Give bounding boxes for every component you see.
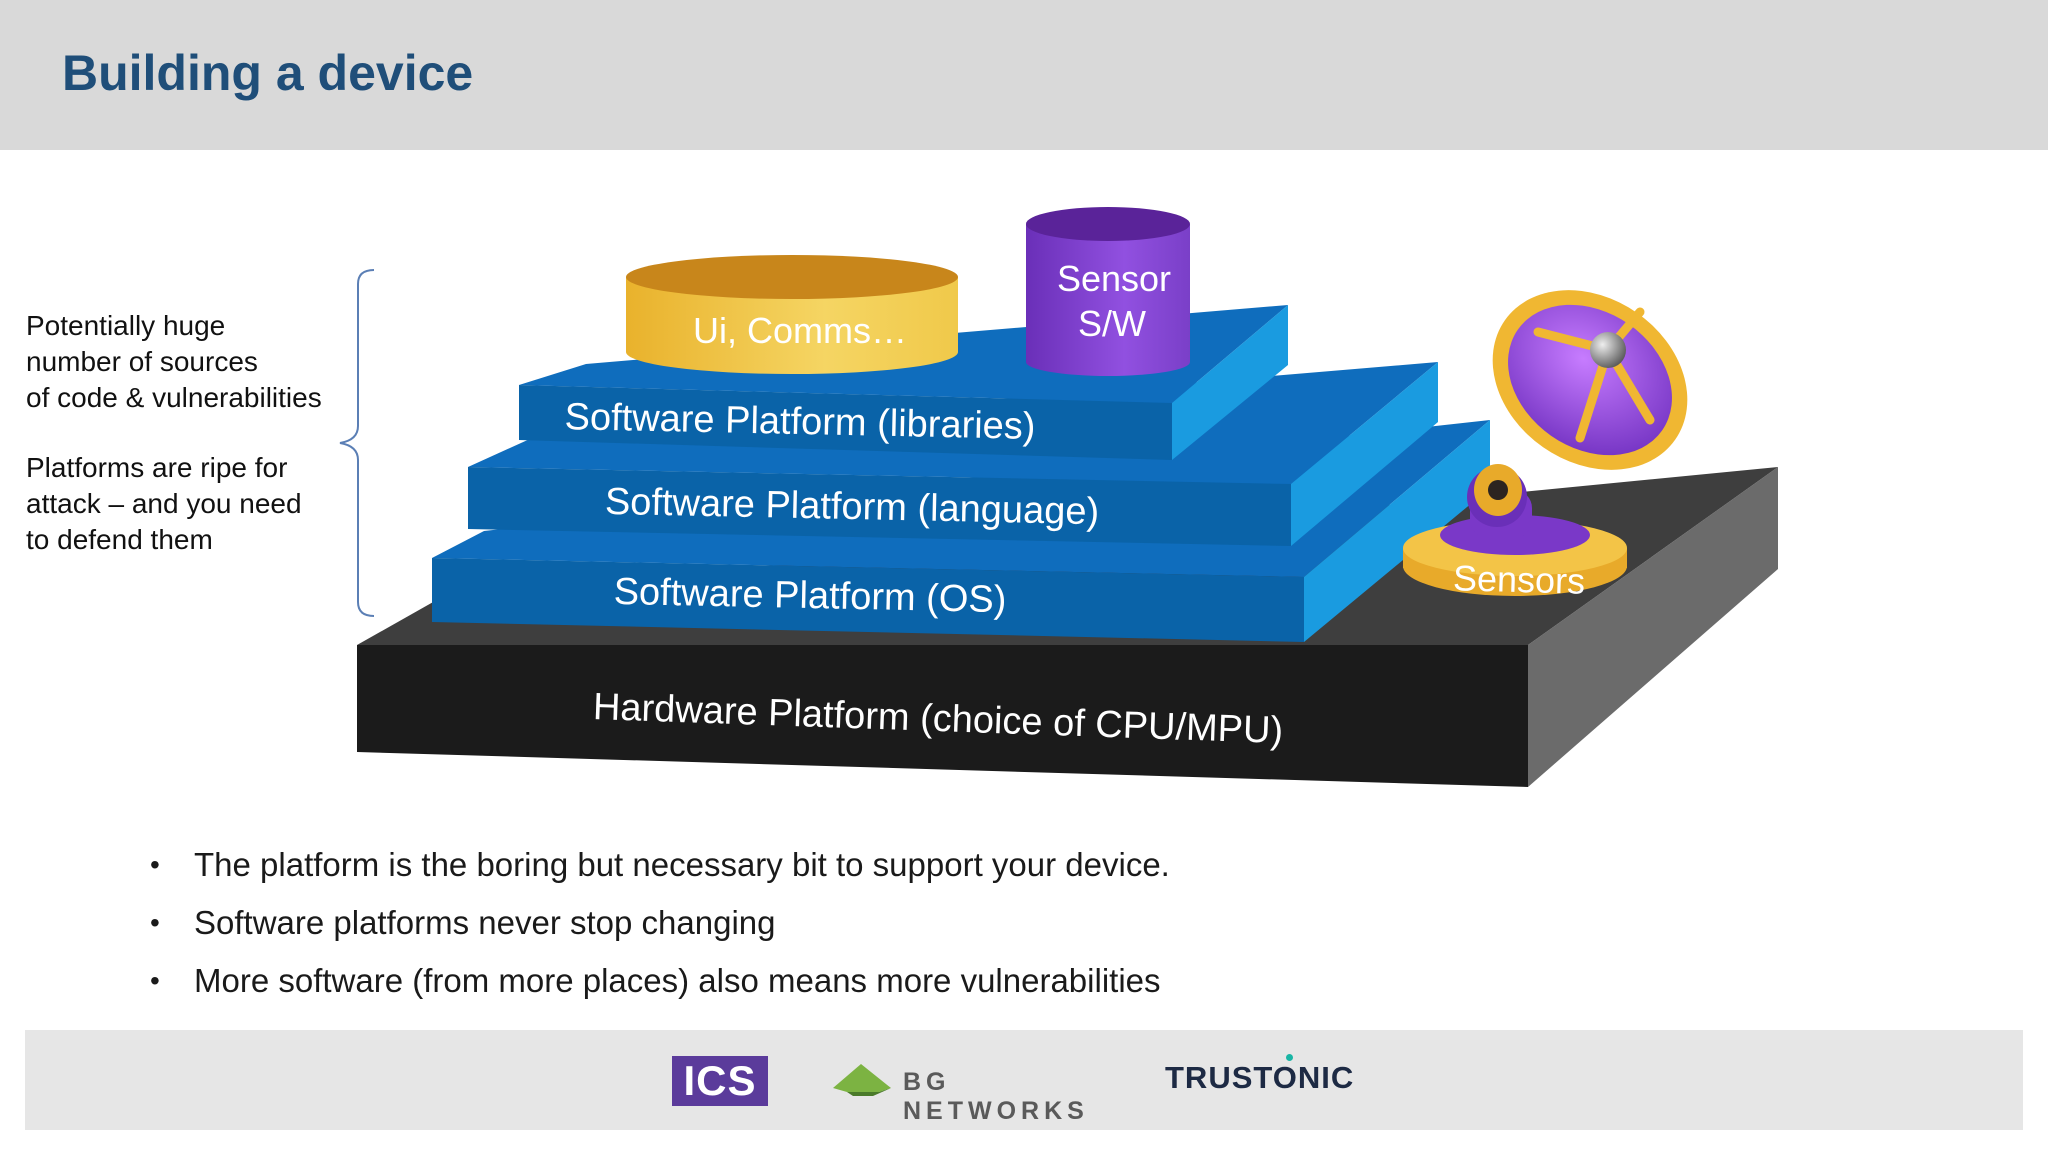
bullet-item: The platform is the boring but necessary… bbox=[150, 836, 1170, 894]
sensor-sw-cylinder: Sensor S/W bbox=[1026, 207, 1190, 376]
bullet-list: The platform is the boring but necessary… bbox=[150, 836, 1170, 1010]
bg-networks-text: BG NETWORKS bbox=[903, 1068, 1089, 1125]
sensors-dish-icon: Sensors bbox=[1403, 290, 1688, 602]
bullet-item: More software (from more places) also me… bbox=[150, 952, 1170, 1010]
libraries-side-face bbox=[1172, 305, 1288, 460]
sensor-sw-top bbox=[1026, 207, 1190, 241]
hardware-front-face bbox=[357, 645, 1528, 787]
sensor-sw-body bbox=[1026, 224, 1190, 376]
side-note-platforms: Platforms are ripe for attack – and you … bbox=[26, 452, 302, 555]
header-bar: Building a device bbox=[0, 0, 2048, 150]
dish-feed bbox=[1590, 332, 1626, 368]
page-title: Building a device bbox=[62, 45, 474, 101]
ui-comms-body bbox=[626, 277, 958, 374]
trustonic-text: TRUSTONIC bbox=[1165, 1060, 1355, 1095]
os-label: Software Platform (OS) bbox=[613, 571, 1007, 621]
libraries-label: Software Platform (libraries) bbox=[564, 396, 1036, 448]
bullet-item: Software platforms never stop changing bbox=[150, 894, 1170, 952]
side-notes: Potentially huge number of sources of co… bbox=[26, 308, 356, 558]
dish-inner bbox=[1508, 304, 1672, 456]
language-side-face bbox=[1291, 362, 1438, 546]
platform-stack-diagram: Hardware Platform (choice of CPU/MPU) So… bbox=[357, 207, 1778, 787]
ui-comms-cylinder: Ui, Comms… bbox=[626, 255, 958, 374]
curly-brace bbox=[339, 269, 375, 617]
hardware-side-face bbox=[1528, 467, 1778, 787]
os-side-face bbox=[1304, 420, 1490, 642]
trustonic-logo: TRUSTONIC bbox=[1165, 1054, 1355, 1096]
sensor-sw-label-line2: S/W bbox=[1078, 303, 1146, 344]
language-front-face bbox=[468, 467, 1291, 546]
footer-logo-bar: ICS BG NETWORKS TRUSTONIC bbox=[25, 1030, 2023, 1130]
ui-comms-top bbox=[626, 255, 958, 299]
libraries-front-face bbox=[519, 385, 1172, 460]
sensors-label: Sensors bbox=[1453, 557, 1586, 601]
mountain-icon bbox=[833, 1064, 891, 1096]
ics-logo: ICS bbox=[672, 1056, 768, 1106]
bg-networks-logo: BG NETWORKS bbox=[833, 1056, 1133, 1125]
os-front-face bbox=[432, 558, 1304, 642]
language-label: Software Platform (language) bbox=[605, 481, 1100, 533]
sensor-sw-label-line1: Sensor bbox=[1057, 258, 1171, 299]
side-note-sources: Potentially huge number of sources of co… bbox=[26, 310, 322, 413]
trustonic-dot-icon bbox=[1286, 1054, 1293, 1061]
ui-comms-label: Ui, Comms… bbox=[693, 310, 907, 351]
